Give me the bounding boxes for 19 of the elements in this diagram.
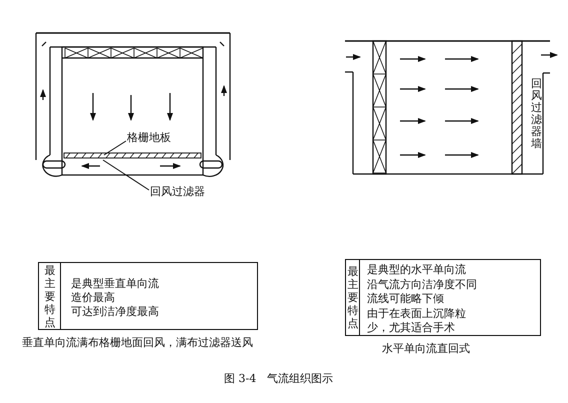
part-label: 回风过滤器 [150,185,205,198]
diagram-caption: 垂直单向流满布格栅地面回风，满布过滤器送风 [22,336,253,349]
feature-text: 是典型垂直单向流 [71,277,159,290]
feature-text: 由于在表面上沉降粒少，尤其适合手术 [367,306,467,336]
feature-text: 沿气流方向洁净度不同 [367,278,477,290]
feature-table [345,259,541,336]
feature-text: 造价最高 [71,291,115,304]
filter-wall-label: 回风过滤器墙 [531,78,542,150]
feature-text: 流线可能略下倾 [367,292,444,305]
feature-table [38,262,258,330]
figure-caption: 图 3-4 气流组织图示 [224,372,334,385]
table-header: 最主要特点 [44,264,56,328]
leader-line [104,140,126,156]
diagram-caption: 水平单向流直回式 [382,342,470,355]
part-label: 格栅地板 [127,131,171,144]
feature-text: 可达到洁净度最高 [71,305,159,318]
table-header: 最主要特点 [348,265,358,330]
leader-line [102,160,150,190]
feature-text: 是典型的水平单向流 [367,263,466,276]
